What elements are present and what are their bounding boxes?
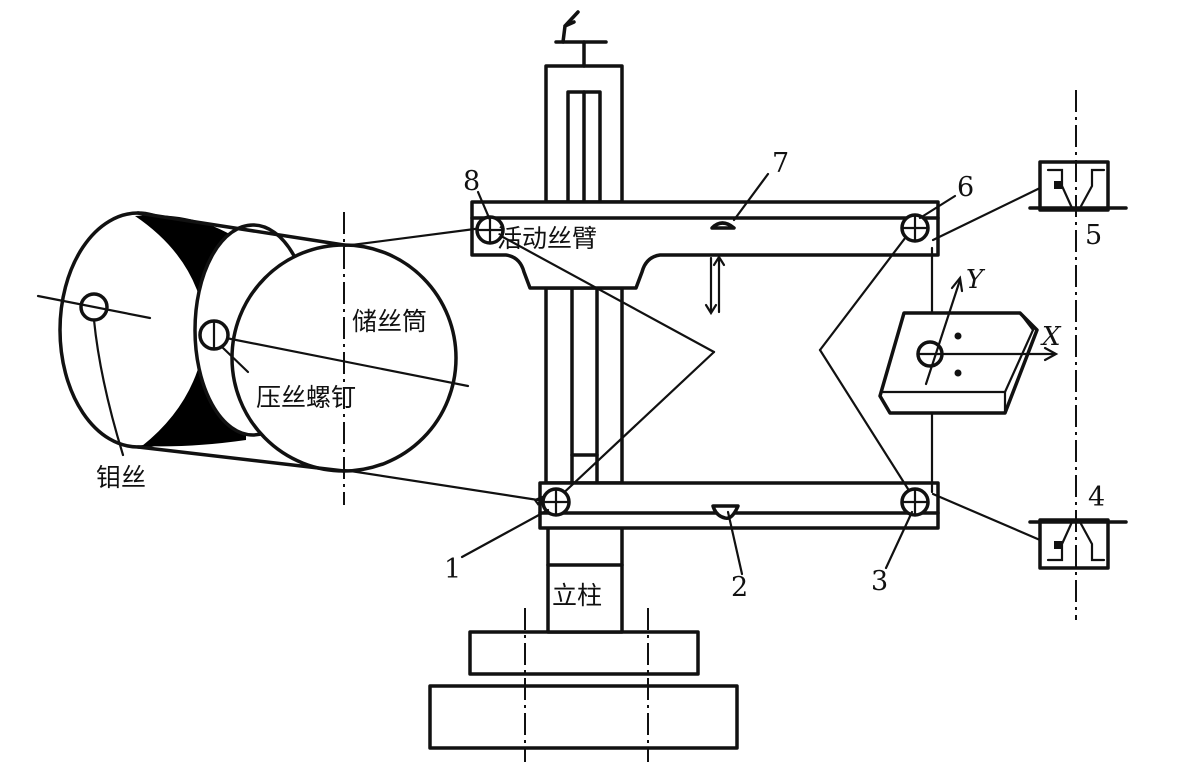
label-column: 立柱 — [552, 581, 602, 610]
callout-6: 6 — [957, 172, 974, 203]
lower-arm — [538, 481, 940, 530]
callout-5: 5 — [1085, 220, 1102, 251]
callout-8: 8 — [463, 166, 480, 197]
callout-1: 1 — [444, 554, 461, 585]
label-movable-arm: 活动丝臂 — [497, 224, 597, 253]
guide-block-4 — [1028, 518, 1128, 570]
axis-label-x: X — [1040, 322, 1062, 352]
workpiece — [878, 275, 1059, 415]
pulley-8 — [475, 215, 505, 245]
pulley-3 — [900, 487, 930, 517]
axis-label-y: Y — [966, 265, 986, 295]
pulley-1 — [541, 487, 571, 517]
callout-7: 7 — [772, 148, 789, 179]
callout-4: 4 — [1088, 482, 1105, 513]
pulley-6 — [900, 213, 930, 243]
machine-base — [428, 608, 739, 762]
callout-3: 3 — [871, 566, 888, 597]
label-pressing-screw: 压丝螺钉 — [256, 383, 356, 412]
leader-lines — [460, 172, 957, 576]
label-molybdenum-wire: 钼丝 — [96, 463, 146, 492]
guide-block-5 — [1028, 160, 1128, 212]
label-storage-drum: 储丝筒 — [352, 307, 427, 336]
wire-storage-drum — [36, 211, 470, 505]
molybdenum-wire-path — [342, 186, 1042, 542]
upper-movable-arm — [470, 200, 940, 316]
column — [544, 10, 624, 634]
callout-2: 2 — [731, 572, 748, 603]
guide-pulleys — [475, 213, 930, 517]
